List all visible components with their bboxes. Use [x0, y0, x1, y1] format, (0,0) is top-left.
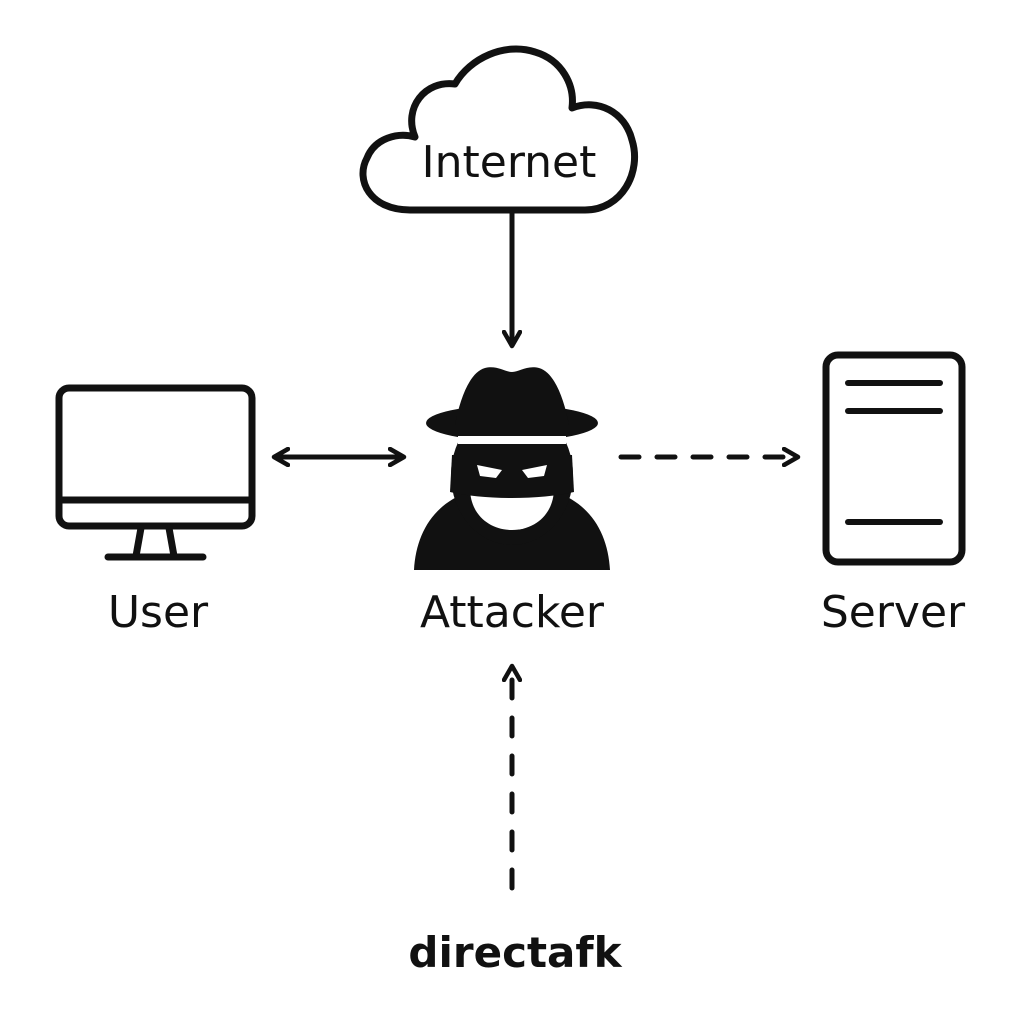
- cloud-icon: [359, 45, 639, 214]
- attacker-node: Attacker: [414, 367, 610, 638]
- attacker-label: Attacker: [420, 587, 605, 638]
- bottom-caption: directafk: [408, 928, 622, 977]
- server-icon: [822, 351, 966, 566]
- internet-node: Internet: [359, 45, 639, 214]
- server-label: Server: [821, 587, 966, 638]
- internet-label: Internet: [422, 137, 597, 188]
- user-label: User: [108, 587, 209, 638]
- spy-hacker-icon: [414, 367, 610, 570]
- server-node: Server: [821, 351, 966, 638]
- desktop-monitor-icon: [55, 384, 256, 561]
- user-node: User: [55, 384, 256, 638]
